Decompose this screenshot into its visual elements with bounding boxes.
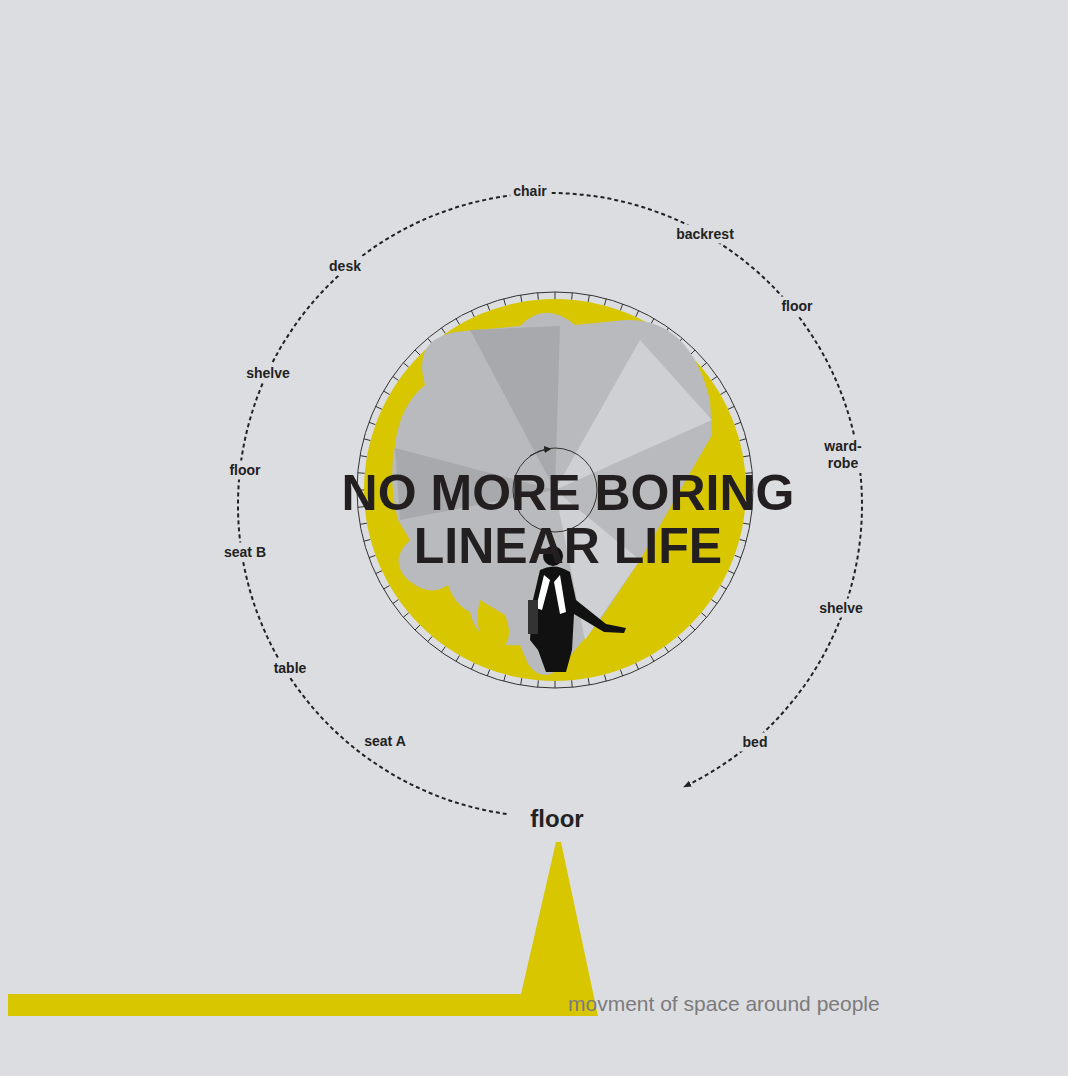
slogan-title: NO MORE BORING LINEAR LIFE bbox=[298, 467, 838, 573]
tick bbox=[701, 363, 706, 367]
tick bbox=[521, 678, 522, 685]
tick bbox=[636, 311, 639, 317]
tick bbox=[456, 319, 460, 325]
tick bbox=[441, 328, 445, 334]
furniture-label: shelve bbox=[243, 364, 293, 383]
furniture-label: floor bbox=[527, 804, 586, 833]
tick bbox=[504, 674, 506, 681]
tick bbox=[471, 311, 474, 317]
tick bbox=[620, 304, 622, 311]
tick bbox=[403, 613, 408, 617]
tick bbox=[739, 539, 746, 541]
tick bbox=[743, 456, 750, 457]
tick bbox=[734, 422, 741, 424]
tick bbox=[369, 555, 376, 557]
tick bbox=[441, 646, 445, 652]
tick bbox=[384, 391, 390, 395]
furniture-label: desk bbox=[326, 257, 364, 276]
tick bbox=[384, 586, 390, 590]
tick bbox=[588, 295, 589, 302]
tick bbox=[739, 439, 746, 441]
tick bbox=[690, 625, 695, 630]
tick bbox=[471, 663, 474, 669]
tick bbox=[720, 586, 726, 590]
tick bbox=[364, 439, 371, 441]
tick bbox=[487, 669, 489, 676]
tick bbox=[428, 636, 432, 641]
tick bbox=[588, 678, 589, 685]
tick bbox=[571, 680, 573, 687]
tick bbox=[743, 523, 750, 524]
tick bbox=[604, 299, 606, 306]
tick bbox=[415, 350, 420, 355]
tick bbox=[728, 406, 734, 409]
tick bbox=[456, 655, 460, 661]
tick bbox=[728, 571, 734, 574]
rotation-arrow bbox=[530, 449, 550, 456]
tick bbox=[678, 636, 682, 641]
yellow-blob bbox=[478, 600, 510, 650]
tick bbox=[369, 422, 376, 424]
tick bbox=[555, 681, 556, 688]
tick bbox=[521, 295, 522, 302]
furniture-label: seat A bbox=[361, 732, 409, 751]
furniture-label: ward- robe bbox=[819, 437, 867, 473]
tick bbox=[415, 625, 420, 630]
linear-band bbox=[8, 842, 598, 1016]
furniture-label: seat B bbox=[221, 543, 269, 562]
tick bbox=[376, 571, 382, 574]
tick bbox=[711, 376, 717, 380]
tick bbox=[555, 292, 556, 299]
furniture-label: floor bbox=[778, 297, 815, 316]
tick bbox=[360, 456, 367, 457]
tick bbox=[487, 304, 489, 311]
furniture-label: chair bbox=[510, 182, 549, 201]
tick bbox=[734, 555, 741, 557]
tick bbox=[720, 391, 726, 395]
dashed-cycle-arrow bbox=[238, 193, 862, 814]
tick bbox=[537, 293, 539, 300]
furniture-label: shelve bbox=[816, 599, 866, 618]
tick bbox=[636, 663, 639, 669]
furniture-label: backrest bbox=[673, 225, 737, 244]
tick bbox=[364, 539, 371, 541]
tick bbox=[711, 600, 717, 604]
tick bbox=[571, 293, 573, 300]
tick bbox=[651, 655, 655, 661]
caption: movment of space around people bbox=[568, 992, 880, 1016]
tick bbox=[376, 406, 382, 409]
tick bbox=[665, 646, 669, 652]
tick bbox=[701, 613, 706, 617]
tick bbox=[393, 600, 399, 604]
tick bbox=[403, 363, 408, 367]
sector bbox=[470, 326, 560, 490]
tick bbox=[504, 299, 506, 306]
tick bbox=[604, 674, 606, 681]
tick bbox=[360, 523, 367, 524]
tick bbox=[620, 669, 622, 676]
tick bbox=[537, 680, 539, 687]
furniture-label: bed bbox=[740, 733, 771, 752]
tick bbox=[393, 376, 399, 380]
furniture-label: table bbox=[271, 659, 310, 678]
furniture-label: floor bbox=[226, 461, 263, 480]
